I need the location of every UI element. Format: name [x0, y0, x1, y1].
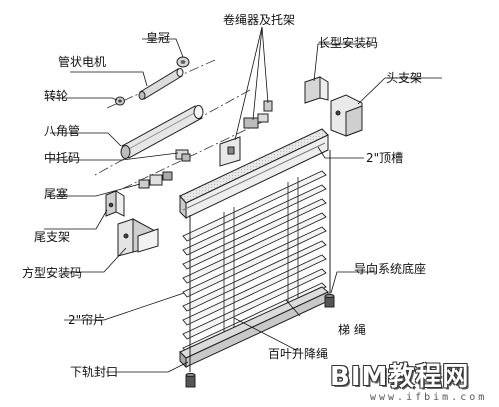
mid-bracket-part: [175, 149, 191, 162]
watermark-url: www.ifbim.com: [370, 392, 488, 403]
head-bracket-part: [330, 94, 363, 137]
wheel-part: [115, 96, 125, 106]
label-end-plug: 尾塞: [44, 187, 69, 201]
label-ladder-cord: 梯 绳: [338, 323, 366, 337]
ladder-cords: [223, 177, 299, 345]
guide-base-part: [185, 150, 335, 388]
label-end-bracket: 尾支架: [34, 230, 71, 244]
leader-lines: [44, 26, 442, 373]
watermark-title: BIM教程网: [330, 362, 470, 392]
long-mount-part: [304, 76, 329, 104]
octagon-tube-part: [120, 105, 204, 159]
end-plug-part: [138, 171, 173, 189]
label-head-bracket: 头支架: [386, 71, 423, 85]
label-roller-bracket: 卷绳器及托架: [223, 13, 296, 27]
crown-part: [176, 56, 190, 68]
tube-motor-part: [138, 68, 184, 100]
label-octagon-tube: 八角管: [44, 124, 81, 138]
label-mid-bracket: 中托码: [44, 151, 81, 165]
label-guide-base: 导向系统底座: [354, 262, 427, 276]
label-square-mount: 方型安装码: [22, 266, 83, 280]
square-mount-part: [117, 218, 159, 257]
end-bracket-part: [105, 190, 125, 217]
roller-bracket-part: [219, 100, 273, 167]
label-long-mount: 长型安装码: [318, 36, 379, 50]
label-wheel: 转轮: [44, 89, 69, 103]
top-rail-part: [179, 128, 329, 220]
watermark: BIM教程网 www.ifbim.com: [330, 362, 495, 406]
label-bottom-cap: 下轨封口: [70, 365, 119, 379]
label-tube-motor: 管状电机: [58, 55, 107, 69]
label-lift-cord: 百叶升降绳: [268, 347, 329, 361]
label-top-rail: 2"顶槽: [366, 151, 404, 165]
label-slat: 2"帘片: [68, 313, 106, 327]
label-crown: 皇冠: [146, 31, 171, 45]
